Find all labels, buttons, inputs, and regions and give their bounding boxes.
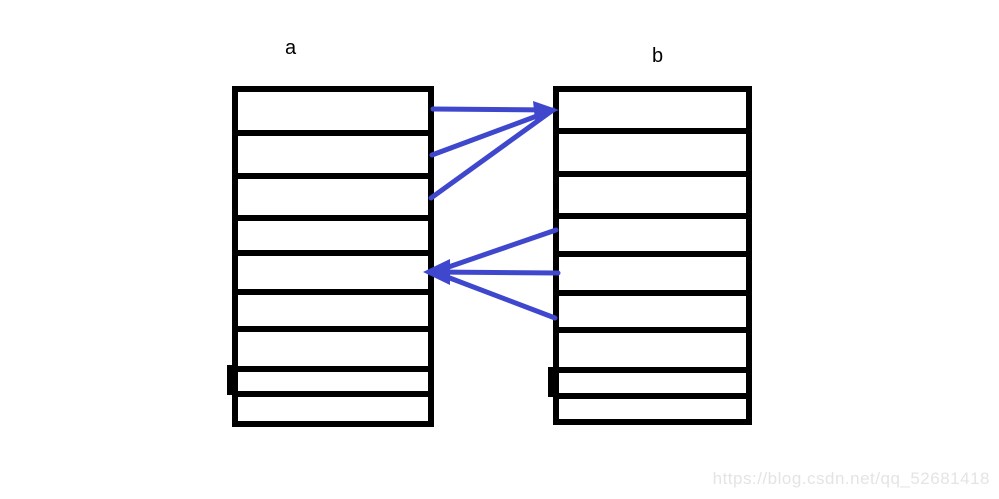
links-b-rows-4-6-to-a-row-5-line-2 — [431, 269, 558, 321]
table-b-label: b — [652, 45, 664, 67]
table-b-thick-edge-mark — [548, 367, 559, 397]
links-a-rows-1-3-to-b-row-1 — [428, 101, 559, 201]
links-a-rows-1-3-to-b-row-1-line-1 — [429, 107, 556, 158]
links-a-rows-1-3-to-b-row-1-arrowhead — [533, 101, 559, 120]
links-b-rows-4-6-to-a-row-5-line-0 — [431, 227, 559, 275]
table-a-label: a — [285, 37, 297, 59]
links-a-rows-1-3-to-b-row-1-line-2 — [428, 107, 556, 201]
links-b-rows-4-6-to-a-row-5-line-1 — [431, 269, 561, 276]
table-a — [227, 86, 434, 427]
watermark-url: https://blog.csdn.net/qq_52681418 — [712, 469, 990, 488]
links-b-rows-4-6-to-a-row-5 — [423, 227, 561, 321]
links-a-rows-1-3-to-b-row-1-line-0 — [430, 106, 556, 113]
links-b-rows-4-6-to-a-row-5-arrowhead — [423, 259, 450, 285]
table-b — [548, 86, 752, 425]
table-a-thick-edge-mark — [227, 365, 238, 395]
